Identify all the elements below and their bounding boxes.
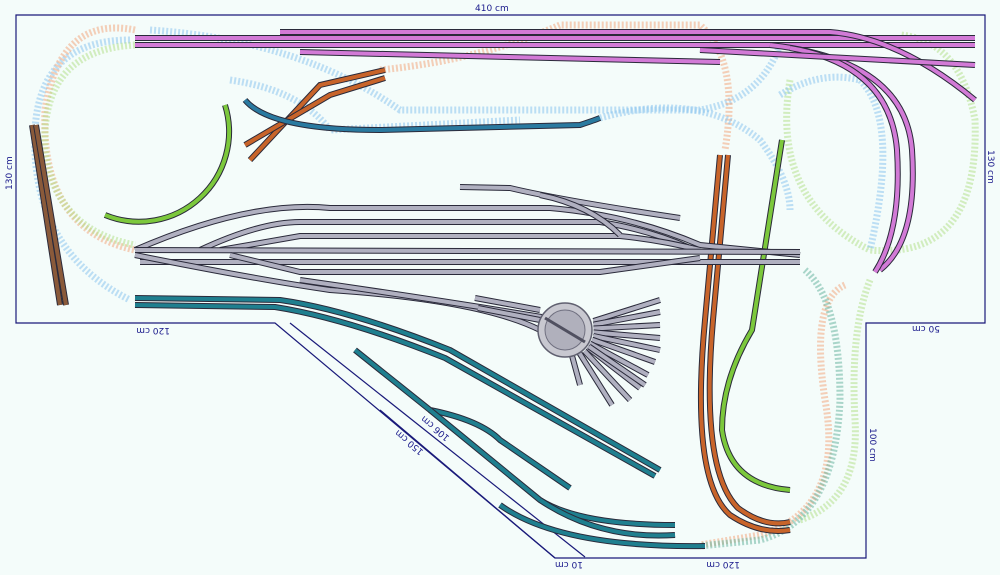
hidden-track-hidden-right-green[interactable]	[798, 278, 874, 524]
track-orange-crossover-2[interactable]	[243, 75, 386, 148]
hidden-track-hidden-left-loop-outer[interactable]	[41, 24, 136, 254]
track-freight-spur-2[interactable]	[539, 192, 623, 238]
dim-right-label: 130 cm	[985, 150, 995, 184]
track-rail	[699, 48, 976, 67]
track-teal-main-2[interactable]	[134, 302, 657, 479]
track-rail	[104, 104, 231, 224]
track-rail	[34, 124, 68, 306]
track-rail	[591, 337, 656, 364]
track-magenta-branch[interactable]	[699, 47, 976, 68]
track-rail	[243, 76, 386, 147]
track-rail	[593, 310, 661, 327]
track-brown-left-spur-2[interactable]	[33, 124, 69, 306]
hidden-track-hidden-middle-blue[interactable]	[599, 104, 794, 211]
track-turntable-stall-7[interactable]	[588, 340, 650, 378]
track-engine-shed-spur-2[interactable]	[477, 305, 541, 323]
track-rail	[459, 185, 681, 220]
track-rail	[134, 248, 801, 254]
track-rail	[134, 296, 661, 472]
track-rail	[539, 193, 622, 237]
dimension-lines	[289, 322, 586, 559]
track-teal-main-1[interactable]	[134, 295, 662, 473]
track-rail	[789, 46, 900, 274]
track-rail	[243, 98, 601, 133]
track-teal-upper-siding[interactable]	[242, 97, 602, 134]
track-rail	[134, 303, 656, 478]
track-teal-branch-4[interactable]	[498, 502, 706, 550]
track-brown-left-spur[interactable]	[29, 124, 63, 306]
track-green-right-ramp[interactable]	[718, 139, 791, 493]
track-rail	[280, 30, 977, 102]
track-orange-crossover-1[interactable]	[247, 67, 386, 163]
track-rail	[30, 124, 62, 306]
track-engine-shed-spur[interactable]	[474, 295, 541, 313]
track-orange-helix-line[interactable]	[697, 154, 791, 534]
track-rail	[299, 50, 721, 64]
track-bed	[103, 104, 232, 225]
track-rail	[593, 323, 661, 331]
track-rail	[593, 334, 661, 352]
dim-bottom-label: 120 cm	[706, 559, 740, 569]
track-turntable-stall-2[interactable]	[592, 309, 661, 328]
track-rail	[199, 220, 691, 252]
hidden-track-hidden-left-circle[interactable]	[41, 41, 136, 249]
track-station-track-2[interactable]	[198, 219, 692, 253]
dim-top-label: 410 cm	[475, 4, 509, 14]
track-turntable-stall-5[interactable]	[592, 333, 661, 353]
track-station-track-1[interactable]	[133, 203, 801, 258]
hidden-track-hidden-right-loop[interactable]	[783, 31, 979, 255]
track-magenta-loop-inner[interactable]	[789, 45, 901, 274]
track-rail	[477, 306, 541, 322]
hidden-track-hidden-right-loop-blue[interactable]	[778, 73, 887, 251]
track-rail	[707, 154, 791, 526]
inner-diagonal-dimension-line	[289, 322, 586, 558]
track-station-track-3[interactable]	[219, 233, 701, 253]
track-rail	[134, 204, 801, 257]
visible-tracks-layer	[29, 29, 977, 550]
track-magenta-yard[interactable]	[280, 29, 977, 103]
dim-bottom-small-label: 10 cm	[555, 559, 583, 569]
track-teal-branch-3[interactable]	[538, 497, 676, 539]
track-rail	[698, 154, 791, 533]
track-rail	[219, 234, 701, 252]
turntable[interactable]	[537, 302, 593, 358]
track-rail	[229, 253, 701, 274]
track-turntable-stall-3[interactable]	[593, 322, 661, 332]
track-rail	[474, 296, 541, 312]
track-magenta-siding[interactable]	[299, 49, 721, 65]
track-turntable-stall-9[interactable]	[582, 348, 633, 403]
hidden-track-hidden-right-peach[interactable]	[699, 281, 847, 549]
dim-diagonal-outer-label: 150 cm	[394, 427, 426, 456]
track-green-left-arc[interactable]	[103, 104, 232, 225]
diagonal-dimension-line	[379, 409, 556, 559]
track-freight-spur[interactable]	[459, 184, 681, 221]
track-rail	[498, 503, 706, 549]
track-turntable-stall-6[interactable]	[590, 336, 657, 365]
track-rail	[248, 68, 386, 162]
track-rail	[538, 498, 676, 538]
track-rail	[719, 139, 791, 492]
track-turntable-stall-10[interactable]	[576, 350, 615, 407]
baseboard-outline	[15, 14, 986, 559]
track-rail	[577, 351, 614, 407]
dim-bottom-left-label: 120 cm	[136, 325, 170, 335]
track-station-track-6[interactable]	[229, 252, 701, 275]
dim-right-step-label: 50 cm	[912, 323, 940, 333]
track-turntable-stall-12[interactable]	[587, 344, 647, 388]
dim-right-lower-label: 100 cm	[867, 428, 877, 462]
track-rail	[588, 341, 649, 377]
turntable-bridge[interactable]	[544, 316, 586, 344]
hidden-track-hidden-top-fan-2[interactable]	[229, 76, 521, 134]
track-rail	[592, 298, 661, 323]
track-rail	[583, 349, 632, 402]
track-rail	[587, 344, 647, 387]
track-turntable-stall-4[interactable]	[593, 329, 661, 341]
track-turntable-stall-1[interactable]	[592, 297, 661, 324]
dim-left-label: 130 cm	[5, 156, 15, 190]
track-station-track-4[interactable]	[134, 247, 801, 255]
track-orange-helix-line-2[interactable]	[706, 154, 791, 527]
track-rail	[593, 330, 661, 340]
